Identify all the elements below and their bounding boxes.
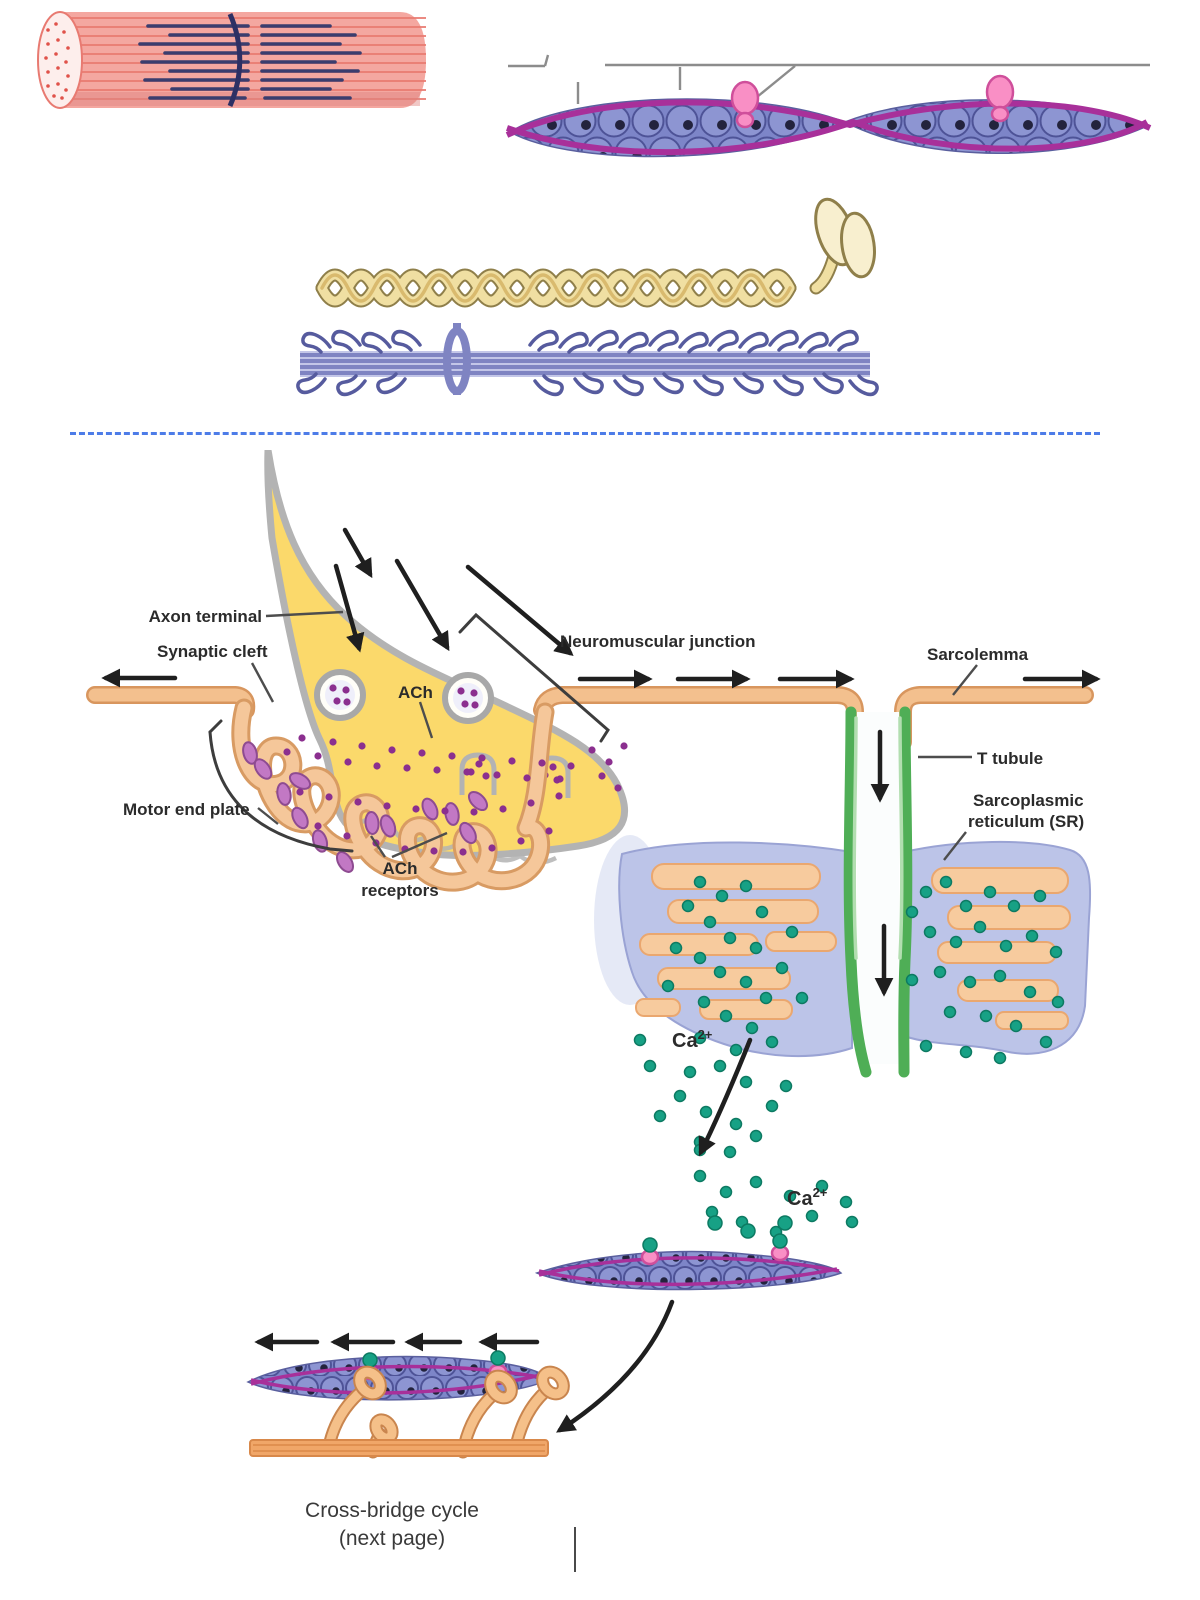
neuromuscular-junction-diagram: Axon terminal Synaptic cleft ACh Motor e… bbox=[86, 450, 1101, 1572]
motor-end-plate-bracket bbox=[208, 719, 354, 853]
sr-leader bbox=[943, 831, 967, 861]
neuromuscular-junction-label: Neuromuscular junction bbox=[560, 632, 756, 651]
m-line-band bbox=[443, 323, 471, 395]
sarcolemma-membrane-right bbox=[533, 686, 1094, 751]
sarcoplasmic-reticulum bbox=[594, 835, 1092, 1058]
synaptic-cleft-leader bbox=[250, 662, 275, 703]
thin-filament-figure bbox=[505, 54, 1152, 158]
vesicle-fusion-pocket bbox=[459, 752, 497, 795]
motor-end-plate-label: Motor end plate bbox=[123, 800, 250, 819]
depolarization-arrow bbox=[870, 729, 894, 997]
troponin-complex bbox=[985, 74, 1015, 123]
sarcolemma-label: Sarcolemma bbox=[927, 645, 1029, 664]
cross-bridge-figure bbox=[246, 1332, 570, 1459]
myosin-tail bbox=[315, 249, 841, 308]
blank-label-leader-lines bbox=[508, 54, 1150, 104]
sarcolemma-membrane-left bbox=[86, 686, 256, 719]
calcium-label-cytosol: Ca2+ bbox=[787, 1185, 828, 1210]
myosin-molecule-figure bbox=[315, 197, 876, 308]
synaptic-cleft-label: Synaptic cleft bbox=[157, 642, 268, 661]
tropomyosin-strand bbox=[506, 118, 1149, 156]
t-tubule bbox=[843, 706, 913, 1078]
synaptic-vesicle bbox=[442, 672, 494, 724]
myosin-heads bbox=[814, 197, 876, 279]
calcium-release-arrow bbox=[698, 1037, 753, 1157]
ach-receptors-label-line2: receptors bbox=[361, 881, 438, 900]
actin-strand bbox=[508, 98, 847, 158]
action-potential-arrow bbox=[101, 668, 1101, 689]
thick-filament-figure bbox=[296, 323, 879, 397]
cross-bridge-caption-line2: (next page) bbox=[339, 1527, 445, 1550]
next-step-arrow bbox=[556, 1299, 675, 1433]
axon-terminal-leader bbox=[265, 610, 344, 618]
ach-receptors-label-line1: ACh bbox=[383, 859, 418, 878]
myofibril-figure bbox=[37, 11, 426, 109]
myofilament-lines bbox=[138, 24, 362, 100]
junctional-folds bbox=[231, 698, 555, 892]
t-tubule-label: T tubule bbox=[977, 749, 1043, 768]
nerve-impulse-arrow bbox=[333, 527, 574, 657]
sr-label-line2: reticulum (SR) bbox=[968, 812, 1084, 831]
nmj-bracket bbox=[458, 612, 610, 743]
cross-bridge-caption-line1: Cross-bridge cycle bbox=[305, 1499, 479, 1522]
synaptic-vesicle bbox=[314, 669, 366, 721]
ach-receptors-leaders bbox=[370, 831, 448, 859]
ach-leader bbox=[418, 701, 434, 739]
sr-label-line1: Sarcoplasmic bbox=[973, 791, 1084, 810]
sr-cisternae bbox=[635, 863, 1071, 1030]
ach-label: ACh bbox=[398, 683, 433, 702]
thick-filament-bar bbox=[249, 1439, 549, 1457]
section-divider bbox=[70, 432, 1100, 435]
axon-terminal-label: Axon terminal bbox=[149, 607, 262, 626]
thin-filament-with-calcium bbox=[534, 1215, 843, 1291]
myofibril-cut-end bbox=[37, 11, 83, 109]
sarcolemma-leader bbox=[952, 664, 978, 696]
calcium-label-sr: Ca2+ bbox=[672, 1027, 713, 1052]
troponin-complex bbox=[730, 80, 760, 129]
z-line bbox=[227, 13, 243, 107]
cut-end-dots bbox=[44, 22, 70, 100]
